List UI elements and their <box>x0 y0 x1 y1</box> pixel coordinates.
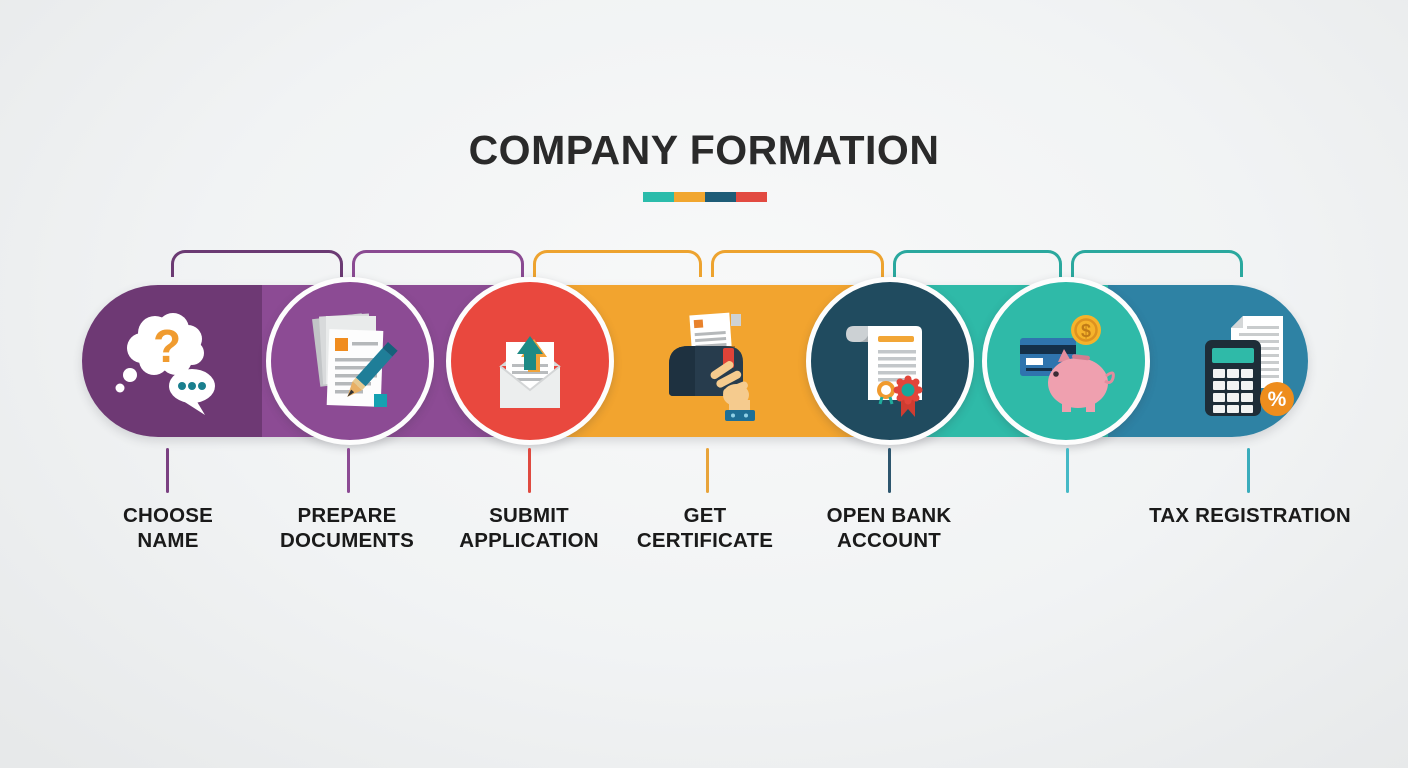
percent-glyph: % <box>1268 388 1287 411</box>
tick-open-bank-account <box>888 448 891 493</box>
mailbox-letter-icon <box>645 302 765 422</box>
bracket-step4-5 <box>711 250 884 277</box>
underline-segment-navy <box>705 192 736 202</box>
tick-choose-name <box>166 448 169 493</box>
question-mark-glyph: ? <box>153 320 181 372</box>
tick-piggy-bank <box>1066 448 1069 493</box>
step-label-get-certificate: GET CERTIFICATE <box>636 504 774 552</box>
calculator-percent-icon: % <box>1185 302 1305 422</box>
thought-bubble-question-icon: ? <box>108 302 228 422</box>
title-underline <box>643 192 767 202</box>
bracket-step3-4 <box>533 250 702 277</box>
bracket-step6-7 <box>1071 250 1243 277</box>
dollar-glyph: $ <box>1081 321 1091 341</box>
piggy-bank-savings-icon: $ <box>1006 302 1126 422</box>
envelope-upload-icon <box>470 302 590 422</box>
tick-submit-application <box>528 448 531 493</box>
step-label-tax-registration: TAX REGISTRATION <box>1149 504 1351 527</box>
step-label-choose-name: CHOOSE NAME <box>122 504 214 552</box>
step-label-prepare-documents: PREPARE DOCUMENTS <box>280 504 414 552</box>
bracket-step5-6 <box>893 250 1062 277</box>
documents-pen-icon <box>290 302 410 422</box>
tick-get-certificate <box>706 448 709 493</box>
underline-segment-teal <box>643 192 674 202</box>
bracket-step2-3 <box>352 250 524 277</box>
tick-prepare-documents <box>347 448 350 493</box>
bracket-step1-2 <box>171 250 343 277</box>
step-label-submit-application: SUBMIT APPLICATION <box>459 504 599 552</box>
step-label-open-bank-account: OPEN BANK ACCOUNT <box>826 504 952 552</box>
tick-tax-registration <box>1247 448 1250 493</box>
page-title: COMPANY FORMATION <box>468 127 940 173</box>
underline-segment-red <box>736 192 767 202</box>
underline-segment-orange <box>674 192 705 202</box>
certificate-scroll-icon <box>830 302 950 422</box>
